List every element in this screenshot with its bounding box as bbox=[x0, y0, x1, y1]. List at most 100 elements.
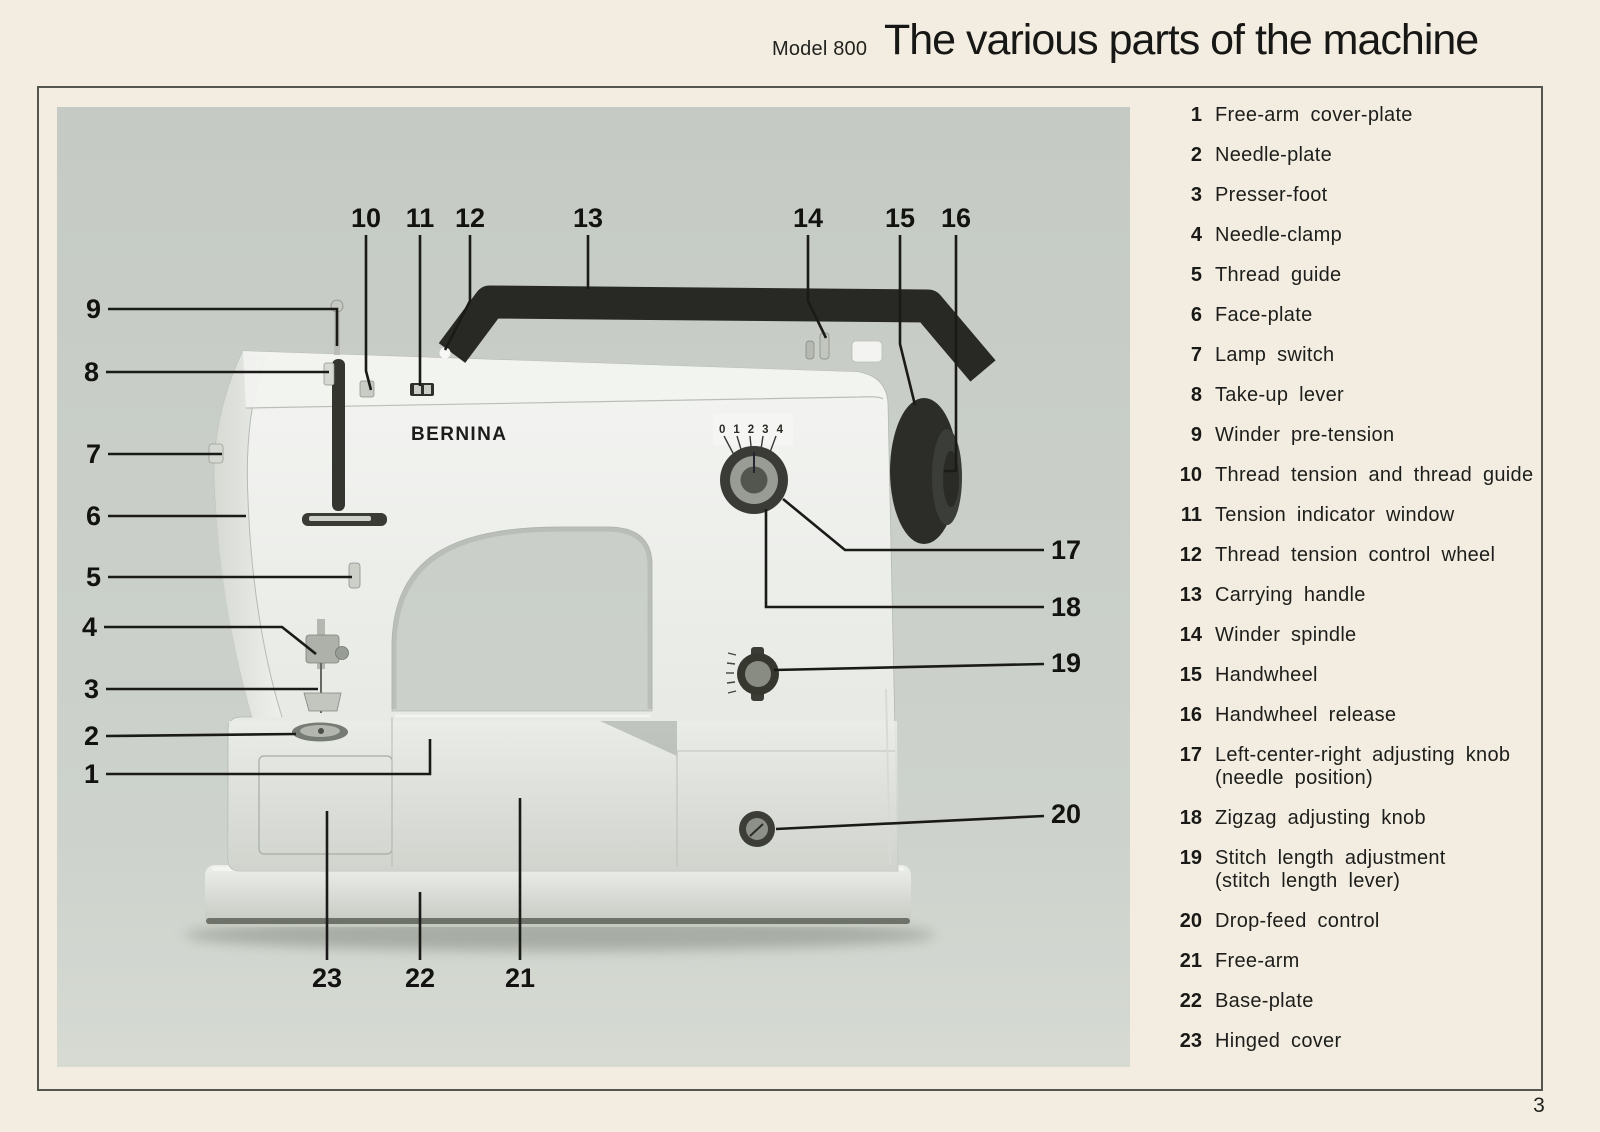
part-number: 15 bbox=[1179, 664, 1202, 686]
part-number: 3 bbox=[1190, 184, 1202, 206]
machine-illustration: BERNINA 0 1 2 3 4 9876543211011121314151… bbox=[57, 107, 1130, 1067]
leader-line-10 bbox=[364, 235, 373, 391]
part-label: Zigzag adjusting knob bbox=[1215, 807, 1426, 829]
callout-19: 19 bbox=[1051, 648, 1081, 678]
page-header: Model 800 The various parts of the machi… bbox=[0, 0, 1600, 86]
leader-line-12 bbox=[443, 235, 472, 351]
top-cover bbox=[243, 351, 884, 409]
part-row-23: 23 Hinged cover bbox=[1152, 1030, 1544, 1053]
take-up-lever-slot bbox=[302, 359, 387, 526]
callout-18: 18 bbox=[1051, 592, 1081, 622]
callout-5: 5 bbox=[86, 562, 101, 592]
callout-23: 23 bbox=[312, 963, 342, 993]
page-number: 3 bbox=[1533, 1094, 1545, 1117]
stitch-length-knob bbox=[726, 647, 779, 701]
needle-assembly bbox=[303, 619, 349, 713]
leader-line-20 bbox=[775, 814, 1045, 831]
part-label: Left-center-right adjusting knob(needle … bbox=[1215, 744, 1511, 789]
part-number: 17 bbox=[1179, 744, 1202, 766]
part-label: Carrying handle bbox=[1215, 584, 1366, 606]
free-arm bbox=[229, 721, 898, 871]
part-label: Thread tension and thread guide bbox=[1215, 464, 1534, 486]
callout-7: 7 bbox=[86, 439, 101, 469]
part-label: Free-arm bbox=[1215, 950, 1300, 972]
page-title: The various parts of the machine bbox=[884, 16, 1479, 64]
part-number: 16 bbox=[1179, 704, 1202, 726]
callout-1: 1 bbox=[84, 759, 99, 789]
part-label: Thread tension control wheel bbox=[1215, 544, 1496, 566]
part-number: 11 bbox=[1180, 504, 1202, 526]
part-label: Handwheel bbox=[1215, 664, 1318, 686]
part-number: 2 bbox=[1190, 144, 1202, 166]
callout-20: 20 bbox=[1051, 799, 1081, 829]
callout-8: 8 bbox=[84, 357, 99, 387]
part-number: 14 bbox=[1179, 624, 1202, 646]
part-label: Tension indicator window bbox=[1215, 504, 1455, 526]
leader-line-16 bbox=[944, 235, 958, 473]
part-label: Thread guide bbox=[1215, 264, 1342, 286]
take-up-lever bbox=[323, 362, 335, 386]
part-row-1: 1 Free-arm cover-plate bbox=[1152, 104, 1544, 127]
part-number: 10 bbox=[1179, 464, 1202, 486]
part-label: Handwheel release bbox=[1215, 704, 1397, 726]
base-plate bbox=[205, 865, 911, 927]
part-row-11: 11 Tension indicator window bbox=[1152, 504, 1544, 527]
brand-logo: BERNINA bbox=[411, 424, 507, 445]
leader-line-1 bbox=[106, 739, 432, 776]
part-label: Take-up lever bbox=[1215, 384, 1344, 406]
callout-2: 2 bbox=[84, 721, 99, 751]
needle-position-knob bbox=[740, 466, 768, 494]
part-number: 12 bbox=[1179, 544, 1202, 566]
part-row-17: 17 Left-center-right adjusting knob(needl… bbox=[1152, 744, 1544, 790]
presser-foot bbox=[303, 692, 342, 712]
tension-control-wheel bbox=[439, 347, 451, 359]
leader-line-4 bbox=[104, 625, 317, 656]
part-label: Drop-feed control bbox=[1215, 910, 1380, 932]
part-label: Free-arm cover-plate bbox=[1215, 104, 1413, 126]
leader-line-2 bbox=[105, 732, 297, 738]
part-row-19: 19 Stitch length adjustment(stitch length… bbox=[1152, 847, 1544, 893]
part-number: 7 bbox=[1190, 344, 1202, 366]
thread-tension-dial bbox=[713, 413, 793, 514]
callout-13: 13 bbox=[573, 203, 603, 233]
callout-15: 15 bbox=[885, 203, 915, 233]
leader-line-9 bbox=[108, 307, 339, 346]
leader-line-17 bbox=[782, 497, 1044, 552]
leader-line-18 bbox=[764, 509, 1044, 609]
model-label: Model 800 bbox=[772, 38, 868, 60]
tension-indicator-window bbox=[410, 383, 434, 396]
callout-4: 4 bbox=[82, 612, 97, 642]
part-label: Base-plate bbox=[1215, 990, 1314, 1012]
callout-21: 21 bbox=[505, 963, 535, 993]
part-label: Hinged cover bbox=[1215, 1030, 1342, 1052]
part-row-2: 2 Needle-plate bbox=[1152, 144, 1544, 167]
callout-3: 3 bbox=[84, 674, 99, 704]
part-number: 23 bbox=[1179, 1030, 1202, 1052]
part-number: 21 bbox=[1179, 950, 1202, 972]
part-label: Needle-plate bbox=[1215, 144, 1333, 166]
callout-14: 14 bbox=[793, 203, 823, 233]
part-number: 1 bbox=[1190, 104, 1202, 126]
part-label: Stitch length adjustment(stitch length l… bbox=[1215, 847, 1446, 892]
part-label: Winder pre-tension bbox=[1215, 424, 1395, 446]
callout-17: 17 bbox=[1051, 535, 1081, 565]
drop-feed-knob bbox=[739, 811, 775, 847]
part-row-10: 10 Thread tension and thread guide bbox=[1152, 464, 1544, 487]
part-number: 6 bbox=[1190, 304, 1202, 326]
part-number: 22 bbox=[1179, 990, 1202, 1012]
part-number: 13 bbox=[1179, 584, 1202, 606]
part-row-12: 12 Thread tension control wheel bbox=[1152, 544, 1544, 567]
part-number: 19 bbox=[1179, 847, 1202, 869]
tension-scale-label: 0 1 2 3 4 bbox=[719, 424, 785, 436]
leader-line-14 bbox=[806, 235, 828, 339]
